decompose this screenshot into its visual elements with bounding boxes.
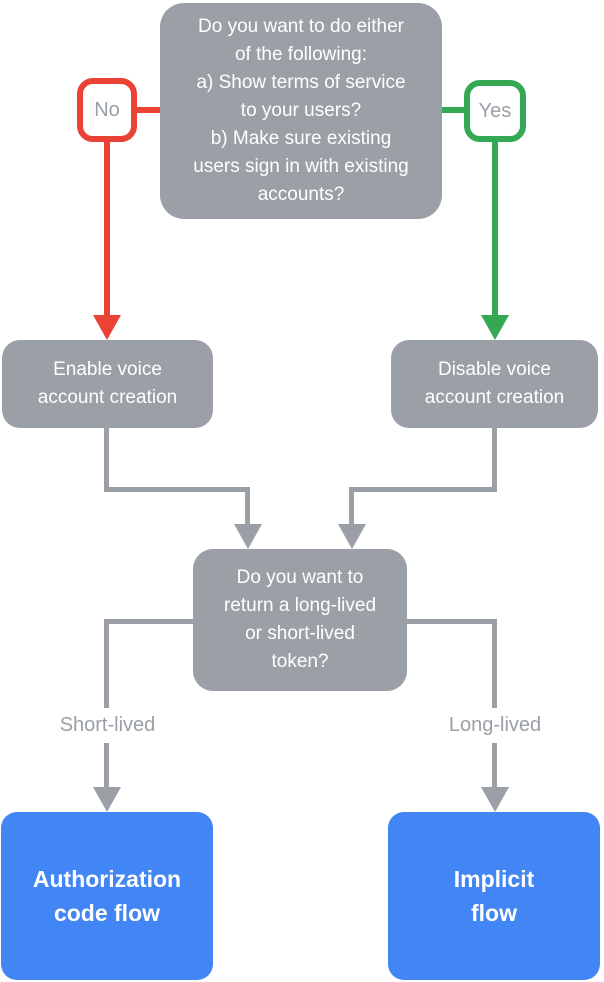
gray-arrow-down-icon bbox=[481, 787, 509, 812]
no-branch-line-vertical bbox=[104, 142, 110, 315]
green-arrow-down-icon bbox=[481, 315, 509, 340]
long-lived-branch-label: Long-lived bbox=[410, 708, 580, 743]
node-implicit-flow: Implicit flow bbox=[388, 812, 600, 980]
token-to-implicit-line-horizontal bbox=[407, 619, 495, 624]
no-decision-badge: No bbox=[77, 78, 137, 142]
yes-branch-line-horizontal bbox=[442, 107, 464, 113]
node-authorization-code-flow: Authorization code flow bbox=[1, 812, 213, 980]
disable-to-token-line-drop bbox=[349, 487, 354, 524]
enable-to-token-line-vertical bbox=[104, 428, 109, 492]
disable-to-token-line-vertical bbox=[492, 428, 497, 492]
yes-branch-line-vertical bbox=[492, 142, 498, 315]
gray-arrow-down-icon bbox=[93, 787, 121, 812]
yes-decision-badge: Yes bbox=[464, 80, 526, 142]
token-to-auth-line-horizontal bbox=[104, 619, 193, 624]
node-enable-voice-account-creation: Enable voice account creation bbox=[2, 340, 213, 428]
node-disable-voice-account-creation: Disable voice account creation bbox=[391, 340, 598, 428]
enable-to-token-line-horizontal bbox=[104, 487, 250, 492]
red-arrow-down-icon bbox=[93, 315, 121, 340]
token-to-auth-line-vertical bbox=[104, 619, 109, 787]
no-branch-line-horizontal bbox=[137, 107, 160, 113]
enable-to-token-line-drop bbox=[245, 487, 250, 524]
token-to-implicit-line-vertical bbox=[492, 619, 497, 787]
disable-to-token-line-horizontal bbox=[350, 487, 497, 492]
gray-arrow-down-icon bbox=[338, 524, 366, 549]
node-token-question: Do you want to return a long-lived or sh… bbox=[193, 549, 407, 691]
short-lived-branch-label: Short-lived bbox=[22, 708, 193, 743]
node-top-question: Do you want to do either of the followin… bbox=[160, 3, 442, 219]
gray-arrow-down-icon bbox=[234, 524, 262, 549]
